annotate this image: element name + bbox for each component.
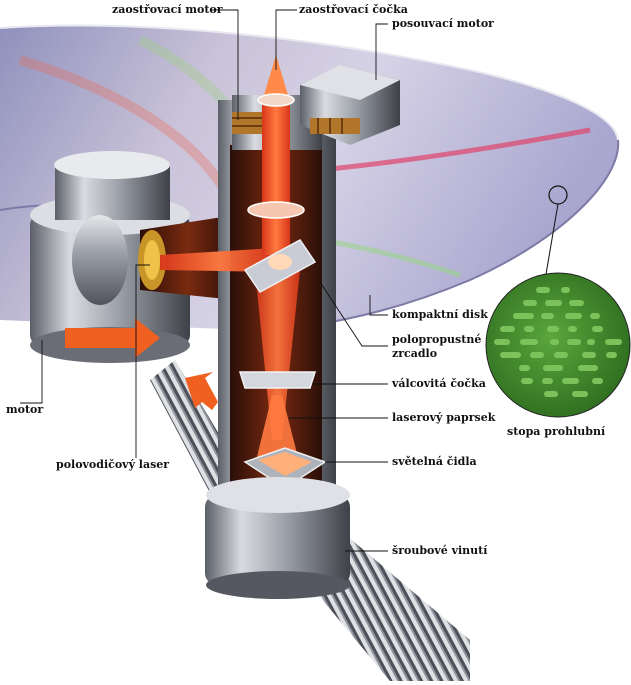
pit xyxy=(523,300,537,306)
pit xyxy=(569,300,584,306)
label-light-sensor: světelná čidla xyxy=(392,455,477,468)
label-laser-beam: laserový paprsek xyxy=(392,411,496,424)
label-semiconductor-laser: polovodičový laser xyxy=(56,458,170,471)
pit xyxy=(587,339,595,345)
mirror-spot xyxy=(268,254,292,270)
pit xyxy=(541,313,554,319)
pit xyxy=(547,326,559,332)
pit-pattern xyxy=(494,287,622,397)
label-motor: motor xyxy=(6,403,44,416)
pit xyxy=(554,352,568,358)
pit xyxy=(592,378,603,384)
pit xyxy=(592,326,603,332)
slide-motor xyxy=(300,65,400,145)
pit xyxy=(544,391,558,397)
pit xyxy=(561,287,570,293)
pit xyxy=(568,326,577,332)
cylindrical-lens xyxy=(238,371,317,389)
pit xyxy=(606,352,617,358)
pit xyxy=(550,339,559,345)
pit xyxy=(494,339,510,345)
pit xyxy=(513,313,534,319)
label-focus-lens: zaostřovací čočka xyxy=(299,3,408,16)
label-screw-thread: šroubové vinutí xyxy=(392,544,488,557)
base-housing xyxy=(205,477,350,599)
slide-direction-arrow xyxy=(185,372,218,410)
collimator-lens xyxy=(247,201,305,219)
label-pit-track: stopa prohlubní xyxy=(507,425,606,438)
pit xyxy=(572,391,588,397)
pit xyxy=(578,365,598,371)
pit xyxy=(500,326,515,332)
pit xyxy=(562,378,579,384)
label-focus-motor: zaostřovací motor xyxy=(112,3,223,16)
leader-lines xyxy=(20,9,388,552)
label-compact-disc: kompaktní disk xyxy=(392,308,488,321)
pit xyxy=(521,378,533,384)
pit xyxy=(536,287,550,293)
pit xyxy=(530,352,544,358)
label-cylindrical-lens: válcovitá čočka xyxy=(392,377,486,390)
pit xyxy=(565,313,582,319)
label-semi-mirror-line2: zrcadlo xyxy=(392,347,438,360)
pit xyxy=(542,378,553,384)
focus-lens xyxy=(257,93,295,107)
pit xyxy=(545,300,562,306)
pit xyxy=(590,313,600,319)
pit xyxy=(524,326,534,332)
pit xyxy=(605,339,622,345)
pit xyxy=(519,365,530,371)
pit xyxy=(543,365,563,371)
label-slide-motor: posouvací motor xyxy=(392,17,494,30)
label-semi-mirror-line1: polopropustné xyxy=(392,333,482,346)
pit xyxy=(520,339,538,345)
pit xyxy=(500,352,521,358)
pit xyxy=(567,339,581,345)
pit xyxy=(582,352,596,358)
